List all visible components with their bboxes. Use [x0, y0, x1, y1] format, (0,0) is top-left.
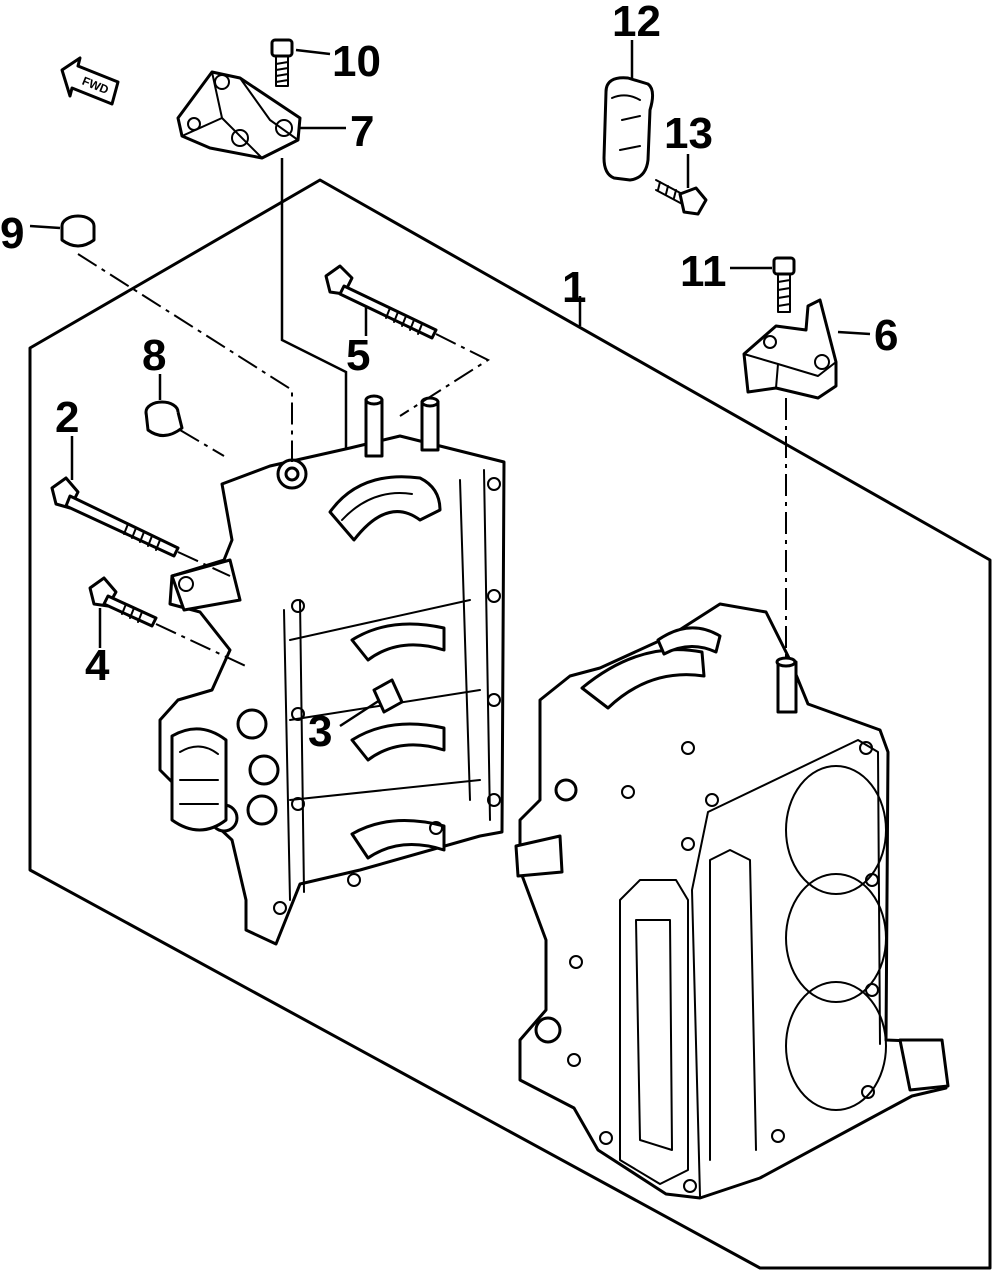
part-10-bolt [270, 38, 294, 87]
callout-7: 7 [350, 107, 374, 156]
assembly-line-4 [155, 623, 251, 669]
part-12-clamp [602, 76, 655, 182]
part-5-bolt [324, 264, 438, 340]
fwd-arrow-icon: FWD [60, 56, 120, 106]
callout-10: 10 [332, 37, 381, 86]
part-9-cap [60, 214, 96, 248]
assembly-line-9 [77, 253, 293, 462]
callout-13: 13 [664, 109, 713, 158]
callout-3: 3 [308, 707, 332, 756]
assembly-line-5 [399, 333, 491, 417]
assembly-line-2 [177, 551, 231, 577]
callout-5: 5 [346, 331, 370, 380]
part-7-bracket [176, 70, 302, 160]
part-6-bracket [742, 298, 838, 400]
assembly-line-8 [179, 429, 225, 457]
part-13-bolt [655, 179, 708, 216]
crankcase-left-half [158, 394, 506, 946]
callout-4: 4 [85, 641, 110, 690]
assembly-boundary [28, 178, 992, 1270]
callout-6: 6 [874, 311, 898, 360]
callout-1: 1 [562, 263, 586, 312]
callout-2: 2 [55, 393, 79, 442]
cylinder-block-right-half [514, 602, 950, 1200]
callout-9: 9 [0, 209, 24, 258]
part-4-bolt [88, 576, 158, 628]
callout-8: 8 [142, 331, 166, 380]
part-8-plug [144, 400, 184, 437]
part-11-bolt [772, 256, 796, 313]
assembly-line-7 [280, 158, 348, 450]
callout-11: 11 [680, 247, 727, 296]
part-2-bolt [50, 476, 180, 558]
callout-12: 12 [612, 0, 661, 46]
